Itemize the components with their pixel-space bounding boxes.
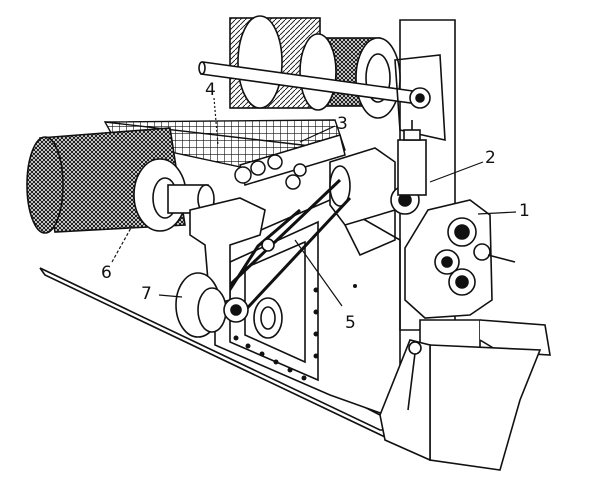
motor-bracket [175,197,283,339]
guide-rollers [234,134,346,190]
callout-label-7: 7 [141,284,152,304]
drive-belt [212,178,352,320]
gearbox [404,199,516,319]
top-reel [229,15,401,119]
right-stand [379,19,551,471]
mesh-roll [26,127,215,234]
top-shaft [198,54,446,142]
callout-label-5: 5 [345,313,356,333]
frame-bolts [233,284,357,381]
callout-label-2: 2 [485,148,496,168]
callout-label-1: 1 [519,201,530,221]
callout-label-3: 3 [337,114,348,134]
callout-label-4: 4 [205,80,216,100]
leader-lines [111,97,517,307]
callout-label-6: 6 [101,263,112,283]
cutter-head [329,120,427,257]
